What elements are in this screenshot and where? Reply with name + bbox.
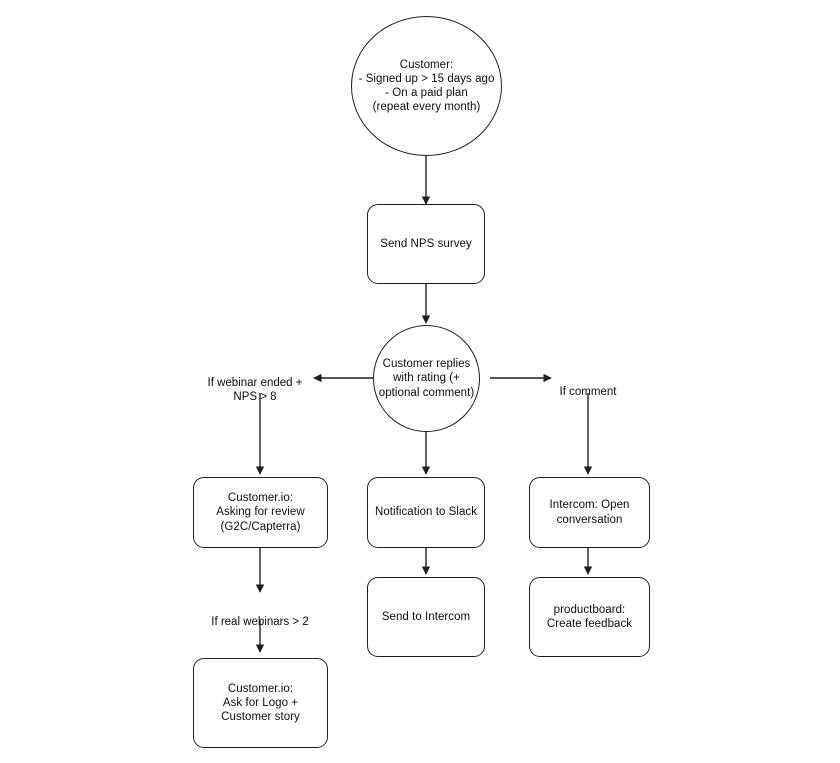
edge-label-webinar-nps-condition-text: If webinar ended + NPS > 8: [207, 377, 303, 404]
node-trigger[interactable]: Customer: - Signed up > 15 days ago - On…: [351, 16, 502, 156]
edge-label-real-webinars-condition: If real webinars > 2: [190, 601, 330, 629]
node-customerio-logo-story-label: Customer.io: Ask for Logo + Customer sto…: [221, 682, 300, 724]
node-productboard-feedback-label: productboard: Create feedback: [546, 603, 633, 630]
node-intercom-open-conversation[interactable]: Intercom: Open conversation: [529, 477, 650, 548]
edge-label-real-webinars-condition-text: If real webinars > 2: [211, 616, 309, 629]
node-send-to-intercom[interactable]: Send to Intercom: [367, 577, 485, 657]
node-send-nps-survey[interactable]: Send NPS survey: [367, 204, 485, 284]
node-send-to-intercom-label: Send to Intercom: [381, 610, 471, 623]
node-notification-slack[interactable]: Notification to Slack: [367, 477, 485, 548]
node-customer-replies[interactable]: Customer replies with rating (+ optional…: [373, 325, 480, 432]
node-customerio-review[interactable]: Customer.io: Asking for review (G2C/Capt…: [193, 477, 328, 548]
node-notification-slack-label: Notification to Slack: [374, 506, 478, 519]
node-customerio-logo-story[interactable]: Customer.io: Ask for Logo + Customer sto…: [193, 658, 328, 748]
node-trigger-label: Customer: - Signed up > 15 days ago - On…: [358, 58, 495, 114]
node-send-nps-survey-label: Send NPS survey: [380, 237, 472, 250]
edge-label-comment-condition-text: If comment: [559, 386, 617, 399]
node-customer-replies-label: Customer replies with rating (+ optional…: [378, 358, 475, 399]
node-productboard-feedback[interactable]: productboard: Create feedback: [529, 577, 650, 657]
node-customerio-review-label: Customer.io: Asking for review (G2C/Capt…: [216, 492, 305, 533]
edge-label-webinar-nps-condition: If webinar ended + NPS > 8: [190, 362, 320, 405]
edge-label-comment-condition: If comment: [538, 371, 638, 399]
node-intercom-open-conversation-label: Intercom: Open conversation: [549, 499, 630, 526]
